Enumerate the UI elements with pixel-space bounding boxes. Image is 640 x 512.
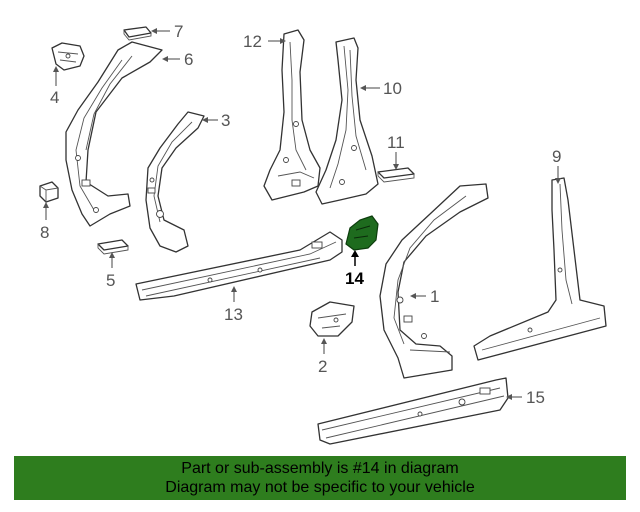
part-7[interactable]	[123, 26, 152, 41]
part-9[interactable]	[473, 177, 607, 361]
callout-8: 8	[40, 223, 49, 242]
part-5[interactable]	[97, 239, 129, 255]
callout-6: 6	[184, 50, 193, 69]
part-12[interactable]	[263, 29, 321, 201]
part-10[interactable]	[315, 37, 379, 205]
callout-7: 7	[174, 22, 183, 41]
info-banner: Part or sub-assembly is #14 in diagram D…	[14, 456, 626, 500]
callout-15: 15	[526, 388, 545, 407]
callout-10: 10	[383, 79, 402, 98]
banner-line-1: Part or sub-assembly is #14 in diagram	[181, 460, 459, 477]
callout-9: 9	[552, 147, 561, 166]
leader-lines	[43, 28, 561, 400]
part-13[interactable]	[135, 231, 343, 301]
callout-2: 2	[318, 357, 327, 376]
part-14-highlighted[interactable]	[345, 215, 379, 251]
callout-14: 14	[345, 269, 364, 288]
callout-5: 5	[106, 271, 115, 290]
part-8[interactable]	[39, 181, 59, 203]
callout-1: 1	[430, 287, 439, 306]
part-6[interactable]	[65, 41, 163, 227]
part-3[interactable]	[145, 111, 205, 253]
callout-3: 3	[221, 111, 230, 130]
callout-12: 12	[243, 32, 262, 51]
part-1[interactable]	[379, 183, 489, 379]
callout-4: 4	[50, 88, 59, 107]
callout-11: 11	[387, 133, 405, 152]
part-2[interactable]	[309, 301, 355, 337]
part-15[interactable]	[317, 377, 509, 445]
banner-line-2: Diagram may not be specific to your vehi…	[165, 479, 475, 496]
part-4[interactable]	[51, 42, 85, 71]
callout-13: 13	[224, 305, 243, 324]
part-11[interactable]	[377, 167, 415, 183]
parts-diagram: 7 6 4 3 8 12 10 11 5 13 2 1 9 15 14	[39, 22, 607, 445]
